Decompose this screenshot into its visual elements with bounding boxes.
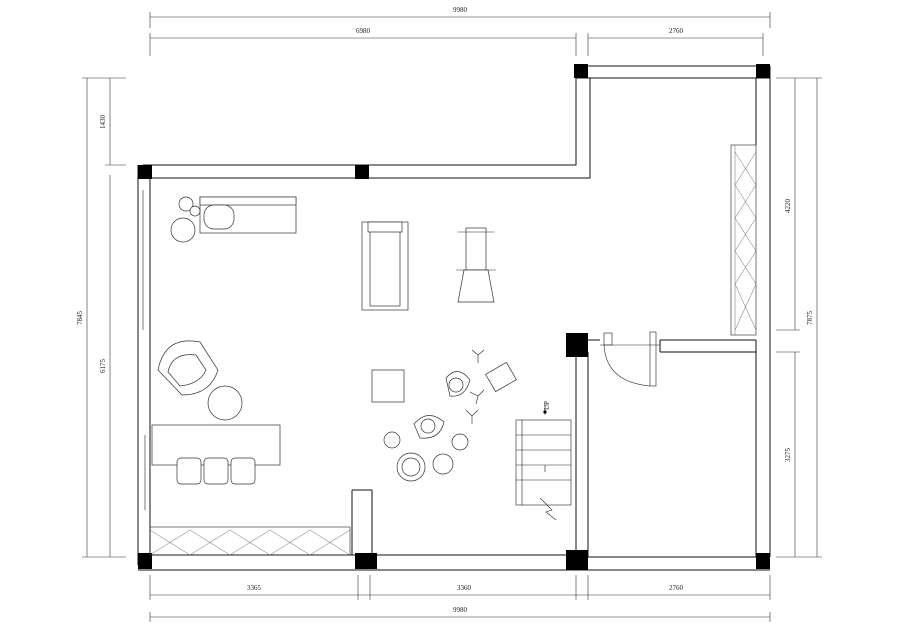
sofa-top-left xyxy=(170,196,297,243)
dimension-left-lower: 6175 xyxy=(99,175,111,557)
dimension-right-upper: 4220 xyxy=(776,78,800,331)
column xyxy=(756,64,770,78)
dimension-top-left: 6980 xyxy=(149,27,577,56)
dim-bottom-mid-label: 3360 xyxy=(457,584,472,592)
dim-right-total-label: 7875 xyxy=(806,311,814,326)
column xyxy=(574,64,588,78)
lounge-chairs xyxy=(383,349,517,482)
dim-top-total-label: 9980 xyxy=(453,6,468,14)
dim-bottom-right-label: 2760 xyxy=(669,584,684,592)
bar-counter xyxy=(151,424,281,485)
column xyxy=(566,550,588,570)
column xyxy=(355,165,369,179)
treadmill xyxy=(361,221,409,311)
low-cabinet-bottom xyxy=(149,526,351,556)
dimension-left-upper: 1430 xyxy=(99,78,126,166)
dim-left-lower-label: 6175 xyxy=(99,359,107,374)
dim-bottom-total-label: 9980 xyxy=(453,606,468,614)
armchair-left xyxy=(157,340,243,421)
staircase: UP xyxy=(515,401,572,521)
dimension-top-total: 9980 xyxy=(149,6,771,28)
square-table xyxy=(371,369,405,403)
exterior-walls xyxy=(137,65,771,571)
stair-up-label: UP xyxy=(543,401,551,410)
column xyxy=(138,165,152,179)
dim-right-lower-label: 3275 xyxy=(784,448,792,463)
column xyxy=(756,553,770,569)
tall-cabinet-right xyxy=(730,144,757,336)
weight-bench xyxy=(456,227,496,303)
dimension-bottom-total: 9980 xyxy=(149,606,771,622)
dim-left-upper-label: 1430 xyxy=(99,115,107,130)
dimension-bottom-segments: 3365 3360 2760 xyxy=(149,575,771,600)
dimension-left-total: 7845 xyxy=(76,77,126,558)
dimension-right-lower: 3275 xyxy=(776,351,800,557)
dimension-right-total: 7875 xyxy=(776,77,822,558)
dim-top-left-label: 6980 xyxy=(356,27,371,35)
column xyxy=(566,333,588,357)
structural-columns xyxy=(138,64,770,570)
column xyxy=(355,553,377,569)
left-window xyxy=(142,190,146,510)
dimension-top-right: 2760 xyxy=(587,27,764,56)
dim-right-upper-label: 4220 xyxy=(784,199,792,214)
column xyxy=(138,553,152,569)
dim-top-right-label: 2760 xyxy=(669,27,684,35)
door xyxy=(600,331,660,387)
dim-bottom-left-label: 3365 xyxy=(247,584,262,592)
dim-left-total-label: 7845 xyxy=(76,311,84,326)
